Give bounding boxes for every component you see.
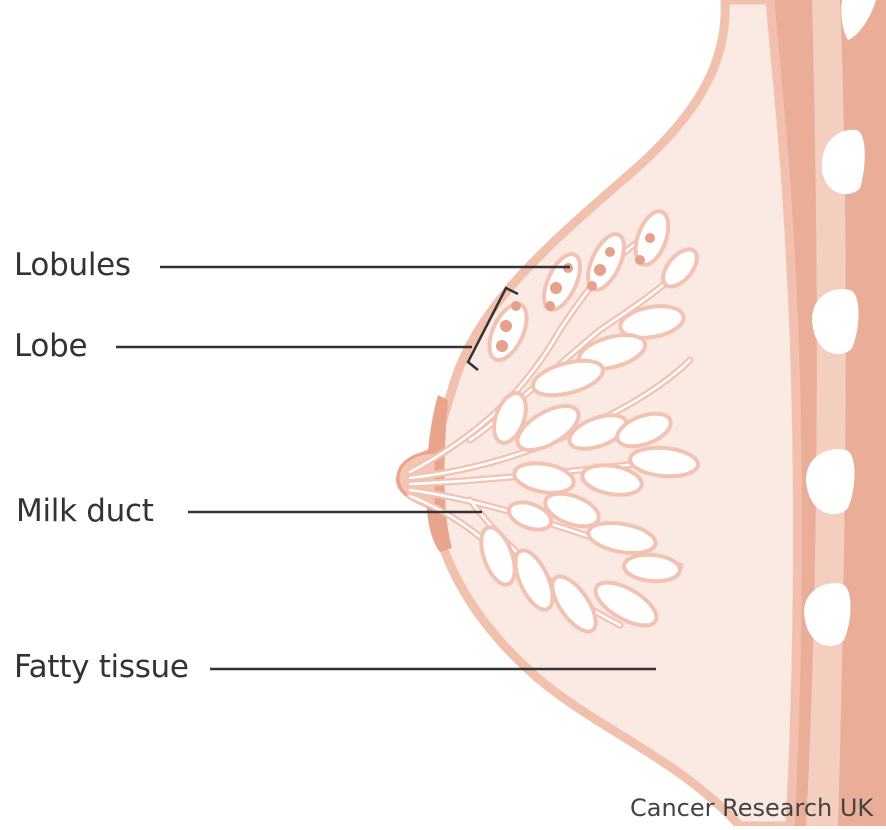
lobule-dot — [550, 282, 562, 294]
breast-body — [398, 0, 798, 826]
lobule-dot — [496, 340, 508, 352]
milk-duct-label: Milk duct — [16, 496, 154, 527]
lobule-dot — [511, 301, 521, 311]
lobule-dot — [500, 320, 512, 332]
lobule-dot — [587, 281, 597, 291]
lobule-dot — [605, 247, 615, 257]
lobe-label: Lobe — [14, 331, 87, 362]
lobule-dot — [545, 301, 555, 311]
lobule-dot — [645, 233, 655, 243]
breast-skin — [400, 0, 798, 826]
credit-text: Cancer Research UK — [630, 796, 873, 820]
fatty-tissue-label: Fatty tissue — [14, 652, 189, 683]
lobule-dot — [635, 255, 645, 265]
lobules-label: Lobules — [14, 250, 131, 281]
lobule-dot — [594, 264, 606, 276]
